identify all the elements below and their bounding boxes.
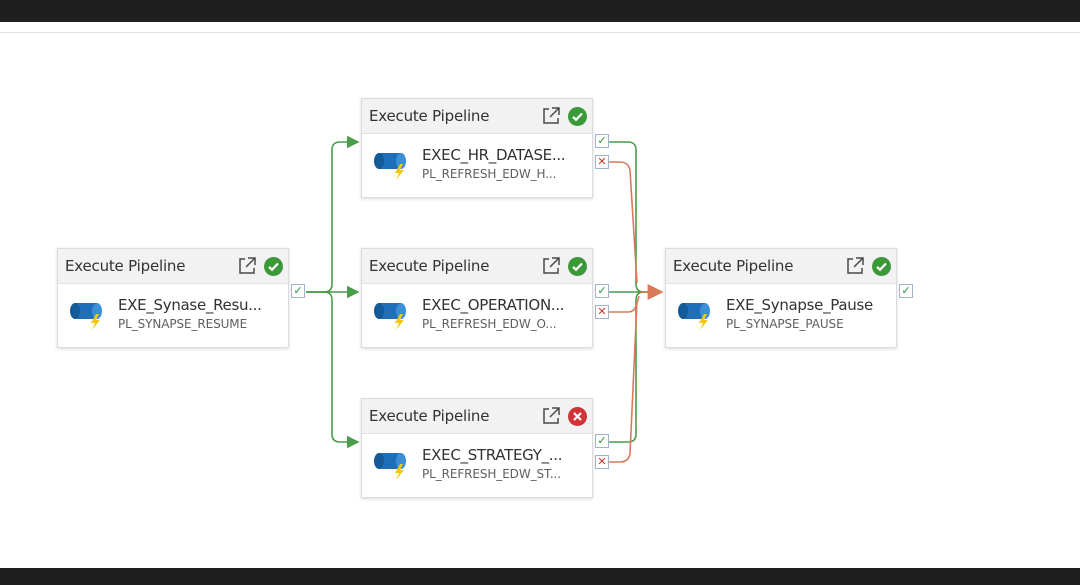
- success-output-check-icon[interactable]: ✓: [291, 284, 305, 298]
- node-body: EXEC_HR_DATASE... PL_REFRESH_EDW_H...: [362, 134, 592, 198]
- node-header: Execute Pipeline: [58, 249, 288, 284]
- bottom-dark-bar: [0, 568, 1080, 585]
- activity-node-exec-operation[interactable]: Execute Pipeline EXEC_OPERATION... PL_RE…: [361, 248, 593, 348]
- toolbar-divider: [0, 32, 1080, 33]
- activity-type-label: Execute Pipeline: [65, 257, 186, 275]
- open-in-new-window-icon[interactable]: [541, 406, 561, 426]
- activity-node-exec-hr-dataset[interactable]: Execute Pipeline EXEC_HR_DATASE... PL_RE…: [361, 98, 593, 198]
- activity-node-exec-strategy[interactable]: Execute Pipeline EXEC_STRATEGY_... PL_RE…: [361, 398, 593, 498]
- connector-resume-to-hr: [306, 135, 360, 293]
- activity-node-synapse-resume[interactable]: Execute Pipeline EXE_Synase_Resu... PL_S…: [57, 248, 289, 348]
- pipeline-cylinder-bolt-icon: [373, 447, 411, 481]
- activity-type-label: Execute Pipeline: [369, 407, 490, 425]
- referenced-pipeline-name: PL_REFRESH_EDW_H...: [422, 167, 557, 181]
- node-header: Execute Pipeline: [666, 249, 896, 284]
- activity-name: EXEC_STRATEGY_...: [422, 446, 563, 464]
- connector-operation-failure: [609, 295, 640, 313]
- node-header: Execute Pipeline: [362, 99, 592, 134]
- node-body: EXEC_STRATEGY_... PL_REFRESH_EDW_ST...: [362, 434, 592, 498]
- open-in-new-window-icon[interactable]: [237, 256, 257, 276]
- connector-hr-success: [609, 141, 661, 293]
- referenced-pipeline-name: PL_SYNAPSE_RESUME: [118, 317, 248, 331]
- activity-name: EXEC_HR_DATASE...: [422, 146, 566, 164]
- success-output-check-icon[interactable]: ✓: [595, 134, 609, 148]
- connector-strategy-failure: [609, 300, 638, 463]
- failure-x-circle-icon: [568, 407, 587, 426]
- failure-output-x-icon[interactable]: ✕: [595, 455, 609, 469]
- connector-strategy-success: [609, 291, 645, 443]
- success-output-check-icon[interactable]: ✓: [899, 284, 913, 298]
- referenced-pipeline-name: PL_REFRESH_EDW_ST...: [422, 467, 561, 481]
- node-body: EXE_Synase_Resu... PL_SYNAPSE_RESUME: [58, 284, 288, 348]
- pipeline-cylinder-bolt-icon: [69, 297, 107, 331]
- activity-type-label: Execute Pipeline: [369, 107, 490, 125]
- activity-type-label: Execute Pipeline: [673, 257, 794, 275]
- success-check-circle-icon: [872, 257, 891, 276]
- referenced-pipeline-name: PL_REFRESH_EDW_O...: [422, 317, 557, 331]
- pipeline-cylinder-bolt-icon: [677, 297, 715, 331]
- node-body: EXEC_OPERATION... PL_REFRESH_EDW_O...: [362, 284, 592, 348]
- node-header: Execute Pipeline: [362, 399, 592, 434]
- activity-name: EXE_Synapse_Pause: [726, 296, 873, 314]
- open-in-new-window-icon[interactable]: [845, 256, 865, 276]
- pipeline-cylinder-bolt-icon: [373, 297, 411, 331]
- success-output-check-icon[interactable]: ✓: [595, 434, 609, 448]
- activity-name: EXE_Synase_Resu...: [118, 296, 262, 314]
- success-check-circle-icon: [264, 257, 283, 276]
- failure-output-x-icon[interactable]: ✕: [595, 305, 609, 319]
- connector-resume-to-strategy: [306, 291, 360, 449]
- open-in-new-window-icon[interactable]: [541, 256, 561, 276]
- node-body: EXE_Synapse_Pause PL_SYNAPSE_PAUSE: [666, 284, 896, 348]
- node-header: Execute Pipeline: [362, 249, 592, 284]
- connector-hr-failure: [609, 161, 638, 284]
- success-check-circle-icon: [568, 257, 587, 276]
- success-check-circle-icon: [568, 107, 587, 126]
- failure-output-x-icon[interactable]: ✕: [595, 155, 609, 169]
- pipeline-cylinder-bolt-icon: [373, 147, 411, 181]
- referenced-pipeline-name: PL_SYNAPSE_PAUSE: [726, 317, 844, 331]
- activity-node-synapse-pause[interactable]: Execute Pipeline EXE_Synapse_Pause PL_SY…: [665, 248, 897, 348]
- open-in-new-window-icon[interactable]: [541, 106, 561, 126]
- activity-type-label: Execute Pipeline: [369, 257, 490, 275]
- success-output-check-icon[interactable]: ✓: [595, 284, 609, 298]
- top-dark-bar: [0, 0, 1080, 22]
- activity-name: EXEC_OPERATION...: [422, 296, 565, 314]
